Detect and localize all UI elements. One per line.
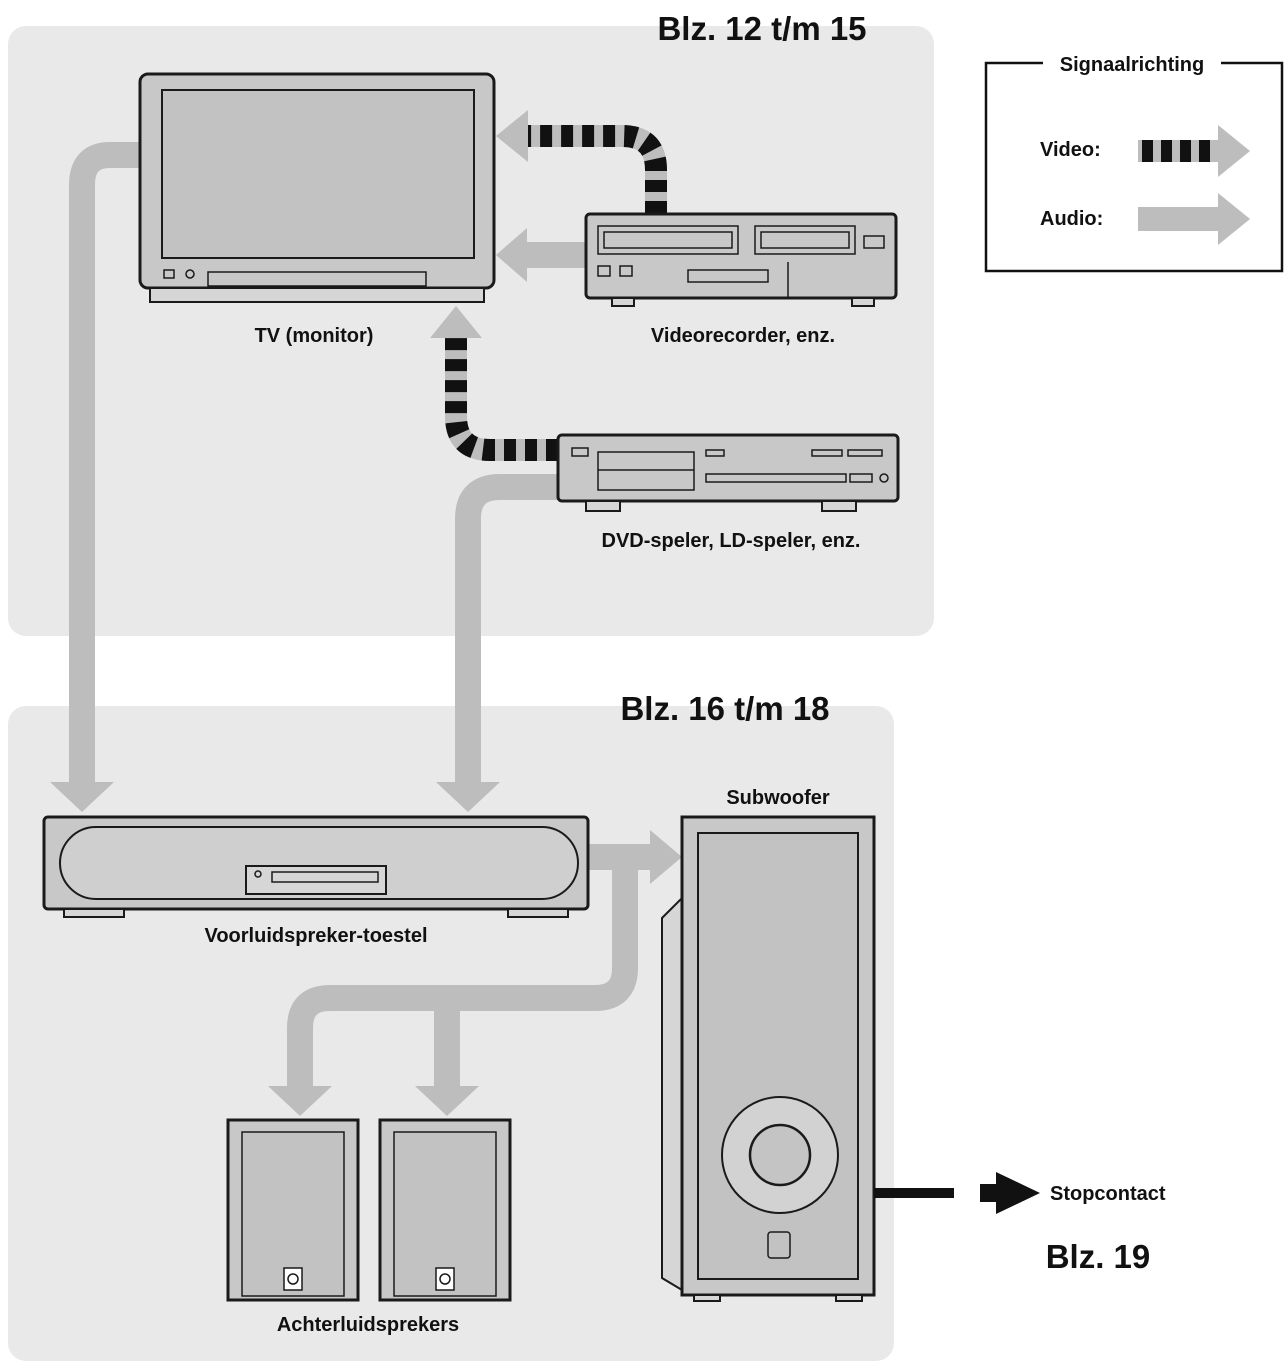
video-path-dvd-to-tv [430,306,558,461]
tv-monitor: TV (monitor) [138,72,496,347]
legend-video-arrow-icon [1138,125,1250,177]
legend-title: Signaalrichting [1060,54,1204,76]
rear-speakers-label: Achterluidsprekers [277,1314,459,1336]
audio-path-vcr-to-tv [496,228,588,282]
power-page-ref: Blz. 19 [1046,1238,1151,1275]
tv-label: TV (monitor) [255,325,374,347]
legend-audio-arrow-icon [1138,193,1250,245]
audio-path-dvd-to-front [436,474,558,812]
rear-speaker-left [226,1118,360,1302]
vcr-label: Videorecorder, enz. [651,325,835,347]
audio-path-tv-to-front [50,142,140,812]
dvd-label: DVD-speler, LD-speler, enz. [602,530,861,552]
vcr-device: Videorecorder, enz. [584,212,898,347]
power-arrow-icon [996,1172,1040,1214]
video-path-vcr-to-tv [496,110,667,213]
front-speaker-label: Voorluidspreker-toestel [204,925,427,947]
audio-path-front-to-sub [588,830,682,884]
legend-audio-label: Audio: [1040,208,1103,230]
rear-speaker-right [378,1118,512,1302]
front-speaker-unit: Voorluidspreker-toestel [42,815,590,947]
top-page-ref: Blz. 12 t/m 15 [657,10,866,47]
subwoofer-label: Subwoofer [726,787,830,809]
power-outlet-label: Stopcontact [1050,1183,1166,1205]
audio-path-to-rear-speakers [268,862,638,1116]
power-cord: Stopcontact [874,1172,1166,1214]
subwoofer-unit: Subwoofer [661,787,876,1302]
bottom-page-ref: Blz. 16 t/m 18 [620,690,829,727]
dvd-player-device: DVD-speler, LD-speler, enz. [556,433,900,552]
legend-video-label: Video: [1040,139,1101,161]
legend-box: Signaalrichting Video: Audio: [984,50,1284,273]
